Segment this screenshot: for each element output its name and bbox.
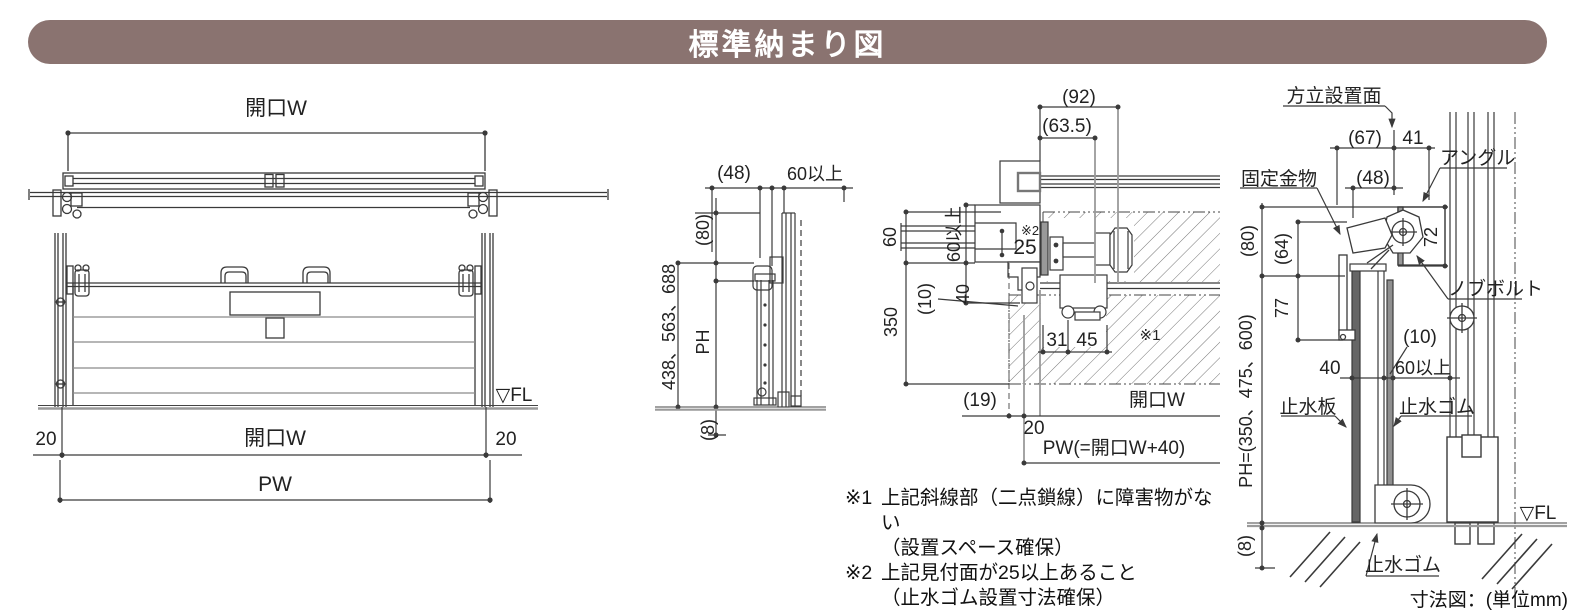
plan-section-panel: (92) (63.5) 60 60以上 ※2 25 (10) 40 350 31… [870, 85, 1220, 480]
dim-48-vert: (48) [1356, 168, 1390, 189]
title-bar: 標準納まり図 [28, 20, 1547, 64]
side-section-drawing [655, 185, 853, 438]
dim-8-vert: (8) [1235, 535, 1255, 557]
dim-41: 41 [1402, 128, 1424, 149]
mullion-face-label: 方立設置面 [1286, 86, 1382, 107]
water-stop-rubber-bottom-label: 止水ゴム [1365, 555, 1442, 576]
dim-opening-w: 開口W [1129, 390, 1185, 411]
caption-units: 寸法図：(単位mm) [1409, 590, 1568, 611]
dim-25: 25 [1013, 236, 1037, 259]
note1-ref: ※1 [1139, 327, 1161, 344]
dim-67: (67) [1348, 128, 1382, 149]
dim-pw-formula: PW(=開口W+40) [1042, 438, 1186, 459]
note2-line2: （止水ゴム設置寸法確保） [881, 586, 1116, 609]
dim-20-right: 20 [495, 429, 517, 450]
dim-opening-width-top: 開口W [245, 97, 307, 120]
note-item-1: ※1 上記斜線部（二点鎖線）に障害物がない （設置スペース確保） [845, 486, 1220, 561]
note-item-2: ※2 上記見付面が25以上あること （止水ゴム設置寸法確保） [845, 561, 1220, 611]
front-view-drawing [28, 130, 609, 503]
note2-line1: 上記見付面が25以上あること [881, 561, 1137, 584]
dim-opening-width-bottom: 開口W [244, 427, 306, 450]
dim-92: (92) [1062, 87, 1096, 108]
dim-80: (80) [693, 214, 713, 247]
knob-bolt-label: ノブボルト [1448, 279, 1544, 300]
vertical-section-panel: 方立設置面 (67) 41 アングル 固定金物 (48) (80) (64) 7… [1235, 85, 1574, 614]
note2-ref: ※2 [1020, 223, 1040, 238]
water-stop-rubber-label: 止水ゴム [1399, 397, 1476, 418]
angle-label: アングル [1440, 148, 1516, 169]
dim-ph-vert: PH=(350、475、600) [1236, 314, 1256, 488]
dim-48: (48) [717, 163, 751, 184]
dim-10-vert: (10) [1403, 327, 1437, 348]
dim-60-min: 60以上 [786, 164, 844, 184]
vertical-section-drawing [1240, 105, 1567, 600]
dim-20-left: 20 [35, 429, 57, 450]
fixing-hardware-label: 固定金物 [1240, 169, 1317, 190]
dim-63-5: (63.5) [1042, 116, 1092, 137]
front-view-panel: 開口W ▽FL 20 開口W 20 PW [25, 90, 640, 510]
fl-level-label: ▽FL [495, 385, 533, 406]
dim-80-vert: (80) [1238, 225, 1258, 258]
dim-77: 77 [1272, 297, 1292, 319]
dim-10: (10) [915, 283, 935, 316]
dim-19: (19) [963, 390, 997, 411]
water-stop-plate-label: 止水板 [1279, 397, 1337, 418]
note1-line1: 上記斜線部（二点鎖線）に障害物がない [881, 487, 1213, 534]
dim-40: 40 [953, 283, 973, 305]
page-title: 標準納まり図 [688, 29, 887, 62]
note1-prefix: ※1 [845, 487, 873, 509]
plan-section-drawing [900, 104, 1220, 466]
note2-prefix: ※2 [845, 561, 873, 584]
fl-level-label-vert: ▽FL [1519, 503, 1557, 524]
side-section-panel: (48) 60以上 (80) 438、563、688 PH (8) [650, 140, 860, 470]
dim-72: 72 [1421, 226, 1441, 248]
dim-350: 350 [881, 306, 901, 338]
dim-pw: PW [258, 473, 292, 496]
dim-heights: 438、563、688 [659, 263, 679, 390]
note1-line2: （設置スペース確保） [881, 536, 1074, 559]
dim-40-vert: 40 [1319, 358, 1341, 379]
notes-block: ※1 上記斜線部（二点鎖線）に障害物がない （設置スペース確保） ※2 上記見付… [845, 486, 1220, 611]
dim-60-min-vert: 60以上 [1395, 358, 1452, 378]
dim-31: 31 [1046, 330, 1068, 351]
dim-20: 20 [1023, 418, 1045, 439]
dim-8: (8) [698, 419, 718, 441]
dim-45: 45 [1076, 330, 1098, 351]
